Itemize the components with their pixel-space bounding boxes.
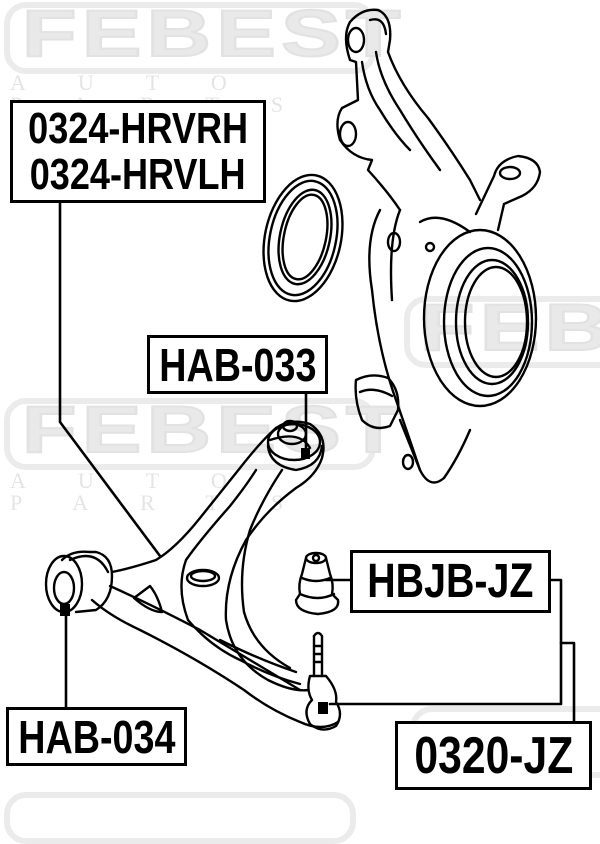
- part-number: HAB-034: [17, 710, 176, 763]
- watermark-brand: FEBEST: [419, 290, 600, 364]
- watermark-frame: [4, 398, 376, 470]
- leader-lines: [58, 200, 576, 724]
- ball-joint: [305, 631, 342, 731]
- callout-marker: [318, 702, 328, 714]
- leader-line-arm: [58, 200, 162, 558]
- part-number: HBJB-JZ: [367, 554, 534, 608]
- callout-label-arm: 0324-HRVRH 0324-HRVLH: [10, 100, 266, 203]
- callout-marker: [60, 604, 70, 616]
- seal-ring: [262, 173, 344, 303]
- callout-label-ball-joint: 0320-JZ: [395, 721, 592, 790]
- part-number: 0320-JZ: [414, 726, 573, 785]
- part-number: HAB-033: [158, 338, 317, 391]
- parts-illustration: [44, 8, 576, 731]
- front-bushing: [44, 550, 114, 616]
- callout-label-front-bushing: HAB-034: [6, 707, 187, 766]
- watermark-brand: FEBEST: [21, 392, 406, 466]
- leader-line-ball-joint-b: [559, 641, 576, 724]
- lower-control-arm: [90, 420, 340, 729]
- callout-marker: [301, 448, 310, 459]
- parts-diagram: FEBEST AUTO PARTS FEBEST AUTO PARTS FEBE…: [4, 0, 600, 844]
- part-number: 0324-HRVRH: [28, 103, 248, 153]
- watermark-frame: [4, 2, 376, 74]
- rear-bushing: [266, 419, 324, 472]
- steering-knuckle: [336, 8, 542, 484]
- callout-label-boot: HBJB-JZ: [350, 550, 551, 613]
- watermark-frame: [404, 296, 600, 368]
- watermark-tagline: AUTO PARTS: [10, 468, 336, 515]
- callout-label-rear-bushing: HAB-033: [147, 335, 328, 394]
- watermark-brand: FEBEST: [21, 0, 406, 70]
- ball-joint-boot: [294, 551, 340, 616]
- part-number: 0324-HRVLH: [30, 149, 246, 199]
